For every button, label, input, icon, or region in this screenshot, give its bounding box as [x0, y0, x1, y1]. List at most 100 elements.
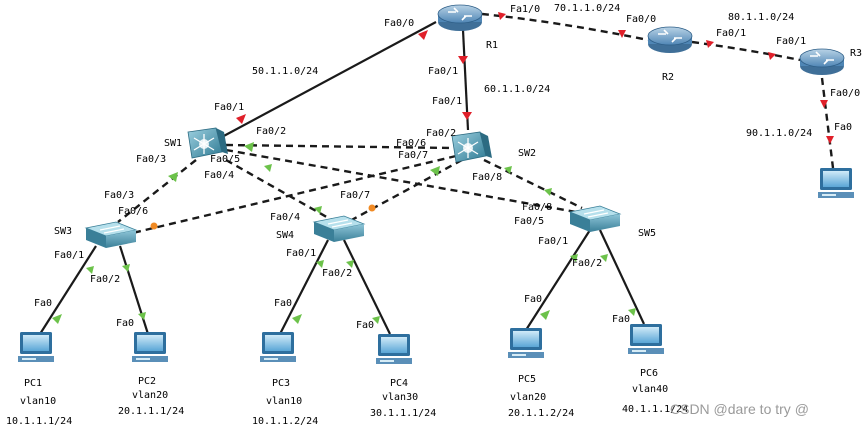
port-sw1-fa04: Fa0/4: [204, 170, 234, 181]
port-sw2-fa01: Fa0/1: [432, 96, 462, 107]
port-pc6-fa0: Fa0: [612, 314, 630, 325]
label-pc1-vlan: vlan10: [20, 396, 56, 407]
status-green-pc3-fa0: [292, 314, 302, 324]
pc-pc4[interactable]: [376, 334, 412, 364]
status-green-sw4-fa04: [314, 206, 322, 214]
label-sw5: SW5: [638, 228, 656, 239]
port-sw1-fa02: Fa0/2: [256, 126, 286, 137]
switch-sw5[interactable]: [568, 205, 622, 232]
port-sw5-fa05: Fa0/5: [514, 216, 544, 227]
links: [39, 12, 835, 335]
pc-pc1[interactable]: [18, 332, 54, 362]
label-pc6-ip: 40.1.1.1/24: [622, 404, 688, 415]
status-red-r3-fa01: [768, 52, 776, 60]
port-sw5-fa01: Fa0/1: [538, 236, 568, 247]
status-green-sw5-fa02: [600, 254, 608, 262]
link-sw5-pc6: [599, 229, 645, 325]
pc-pc7[interactable]: [818, 168, 854, 198]
status-green-sw2-fa08: [504, 166, 512, 174]
watermark: CSDN @dare to try @: [670, 401, 809, 417]
status-green-sw4-fa01: [316, 260, 324, 268]
port-r2-fa00: Fa0/0: [626, 14, 656, 25]
status-red-r1-fa10: [498, 12, 506, 20]
router-r3[interactable]: [799, 48, 845, 75]
port-r1-fa01: Fa0/1: [428, 66, 458, 77]
switch-sw4[interactable]: [312, 215, 366, 242]
status-orange-sw3-fa06: [150, 222, 158, 230]
pc-pc6[interactable]: [628, 324, 664, 354]
router-r2[interactable]: [647, 26, 693, 53]
network-labels: 70.1.1.0/24 80.1.1.0/24 50.1.1.0/24 60.1…: [252, 3, 812, 139]
net-r1-sw2: 60.1.1.0/24: [484, 84, 550, 95]
port-r2-fa01: Fa0/1: [716, 28, 746, 39]
label-pc5: PC5: [518, 374, 536, 385]
switch-sw3[interactable]: [84, 221, 138, 248]
port-labels: Fa0/0 Fa1/0 Fa0/1 Fa0/0 Fa0/1 Fa0/1 Fa0/…: [34, 4, 860, 331]
port-r3-fa00: Fa0/0: [830, 88, 860, 99]
mls-switch-sw1[interactable]: [187, 127, 228, 159]
status-green-sw5-fa01: [570, 254, 578, 262]
port-sw4-fa04: Fa0/4: [270, 212, 300, 223]
router-r1[interactable]: [437, 4, 483, 31]
link-sw2-sw4: [347, 158, 463, 224]
link-sw1-sw2: [225, 143, 455, 150]
label-r2: R2: [662, 72, 674, 83]
status-green-pc5-fa0: [540, 310, 550, 320]
status-orange-sw4-fa07: [368, 204, 376, 212]
status-green-sw3-fa03: [168, 172, 178, 182]
label-sw4: SW4: [276, 230, 294, 241]
port-sw4-fa07: Fa0/7: [340, 190, 370, 201]
port-sw2-fa07: Fa0/7: [398, 150, 428, 161]
port-sw5-fa08: Fa0/8: [522, 202, 552, 213]
net-r3-pc: 90.1.1.0/24: [746, 128, 812, 139]
port-sw4-fa01: Fa0/1: [286, 248, 316, 259]
label-pc6-vlan: vlan40: [632, 384, 668, 395]
status-green-sw3-fa01: [86, 266, 94, 274]
port-r1-fa00: Fa0/0: [384, 18, 414, 29]
status-red-r1-fa01: [458, 56, 468, 64]
status-green-sw1-fa02: [244, 142, 254, 152]
status-red-pc7-fa0: [826, 136, 834, 144]
label-pc4-ip: 30.1.1.1/24: [370, 408, 436, 419]
net-r2-r3: 80.1.1.0/24: [728, 12, 794, 23]
label-pc2-vlan: vlan20: [132, 390, 168, 401]
label-pc2: PC2: [138, 376, 156, 387]
label-pc1: PC1: [24, 378, 42, 389]
port-pc3-fa0: Fa0: [274, 298, 292, 309]
link-r3-pc7: [820, 77, 835, 169]
link-sw3-pc1: [39, 245, 97, 335]
link-status-markers: [52, 12, 834, 324]
port-r1-fa10: Fa1/0: [510, 4, 540, 15]
port-sw3-fa03: Fa0/3: [104, 190, 134, 201]
status-green-sw4-fa02: [346, 260, 354, 268]
pc-pc2[interactable]: [132, 332, 168, 362]
port-sw1-fa01: Fa0/1: [214, 102, 244, 113]
pc-pc5[interactable]: [508, 328, 544, 358]
status-red-sw1-fa01: [236, 114, 246, 124]
port-sw3-fa02: Fa0/2: [90, 274, 120, 285]
port-sw3-fa06: Fa0/6: [118, 206, 148, 217]
port-pc7-fa0: Fa0: [834, 122, 852, 133]
label-pc1-ip: 10.1.1.1/24: [6, 416, 72, 427]
port-pc1-fa0: Fa0: [34, 298, 52, 309]
status-red-sw2-fa01: [462, 112, 472, 120]
port-pc4-fa0: Fa0: [356, 320, 374, 331]
port-sw2-fa08: Fa0/8: [472, 172, 502, 183]
pc-pc3[interactable]: [260, 332, 296, 362]
link-sw4-pc4: [343, 239, 391, 335]
port-r3-fa01: Fa0/1: [776, 36, 806, 47]
status-green-sw2-fa07: [430, 166, 440, 176]
label-pc4-vlan: vlan30: [382, 392, 418, 403]
status-green-sw5-fa08: [544, 188, 552, 196]
port-sw2-fa02: Fa0/2: [426, 128, 456, 139]
label-pc6: PC6: [640, 368, 658, 379]
link-r1-r2: [481, 12, 649, 42]
link-r2-r3: [691, 40, 801, 62]
label-pc3-vlan: vlan10: [266, 396, 302, 407]
label-pc3-ip: 10.1.1.2/24: [252, 416, 318, 427]
label-sw2: SW2: [518, 148, 536, 159]
device-labels: R1 R2 R3 SW1 SW2 SW3 SW4 SW5 PC1 vlan10 …: [6, 40, 862, 427]
label-pc5-vlan: vlan20: [510, 392, 546, 403]
mls-switch-sw2[interactable]: [451, 131, 492, 163]
